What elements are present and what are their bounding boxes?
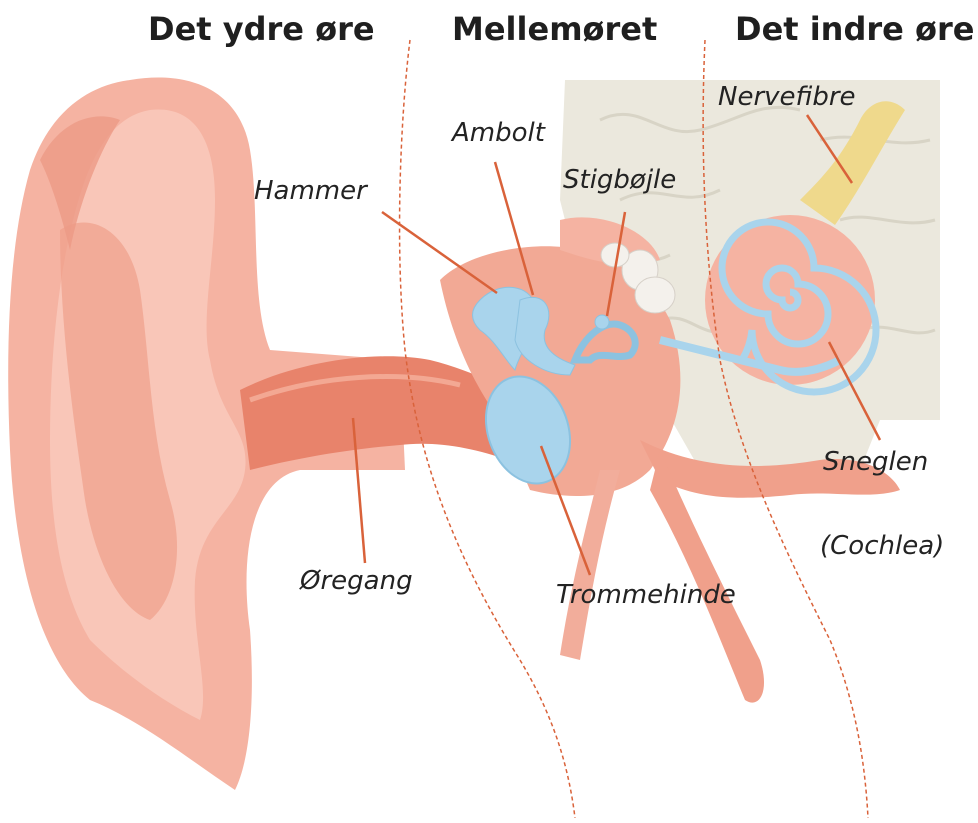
label-trommehinde: Trommehinde: [556, 580, 736, 610]
heading-outer-ear: Det ydre øre: [148, 10, 375, 48]
eustachian-tube: [560, 440, 900, 703]
label-hammer: Hammer: [254, 176, 367, 206]
label-cochlea: (Cochlea): [820, 531, 944, 561]
heading-inner-ear: Det indre øre: [735, 10, 974, 48]
label-stigbojle: Stigbøjle: [563, 165, 676, 195]
label-sneglen: Sneglen: [823, 447, 928, 477]
label-nervefibre: Nervefibre: [718, 82, 856, 112]
label-oregang: Øregang: [300, 566, 413, 596]
label-ambolt: Ambolt: [452, 118, 545, 148]
heading-middle-ear: Mellemøret: [452, 10, 657, 48]
